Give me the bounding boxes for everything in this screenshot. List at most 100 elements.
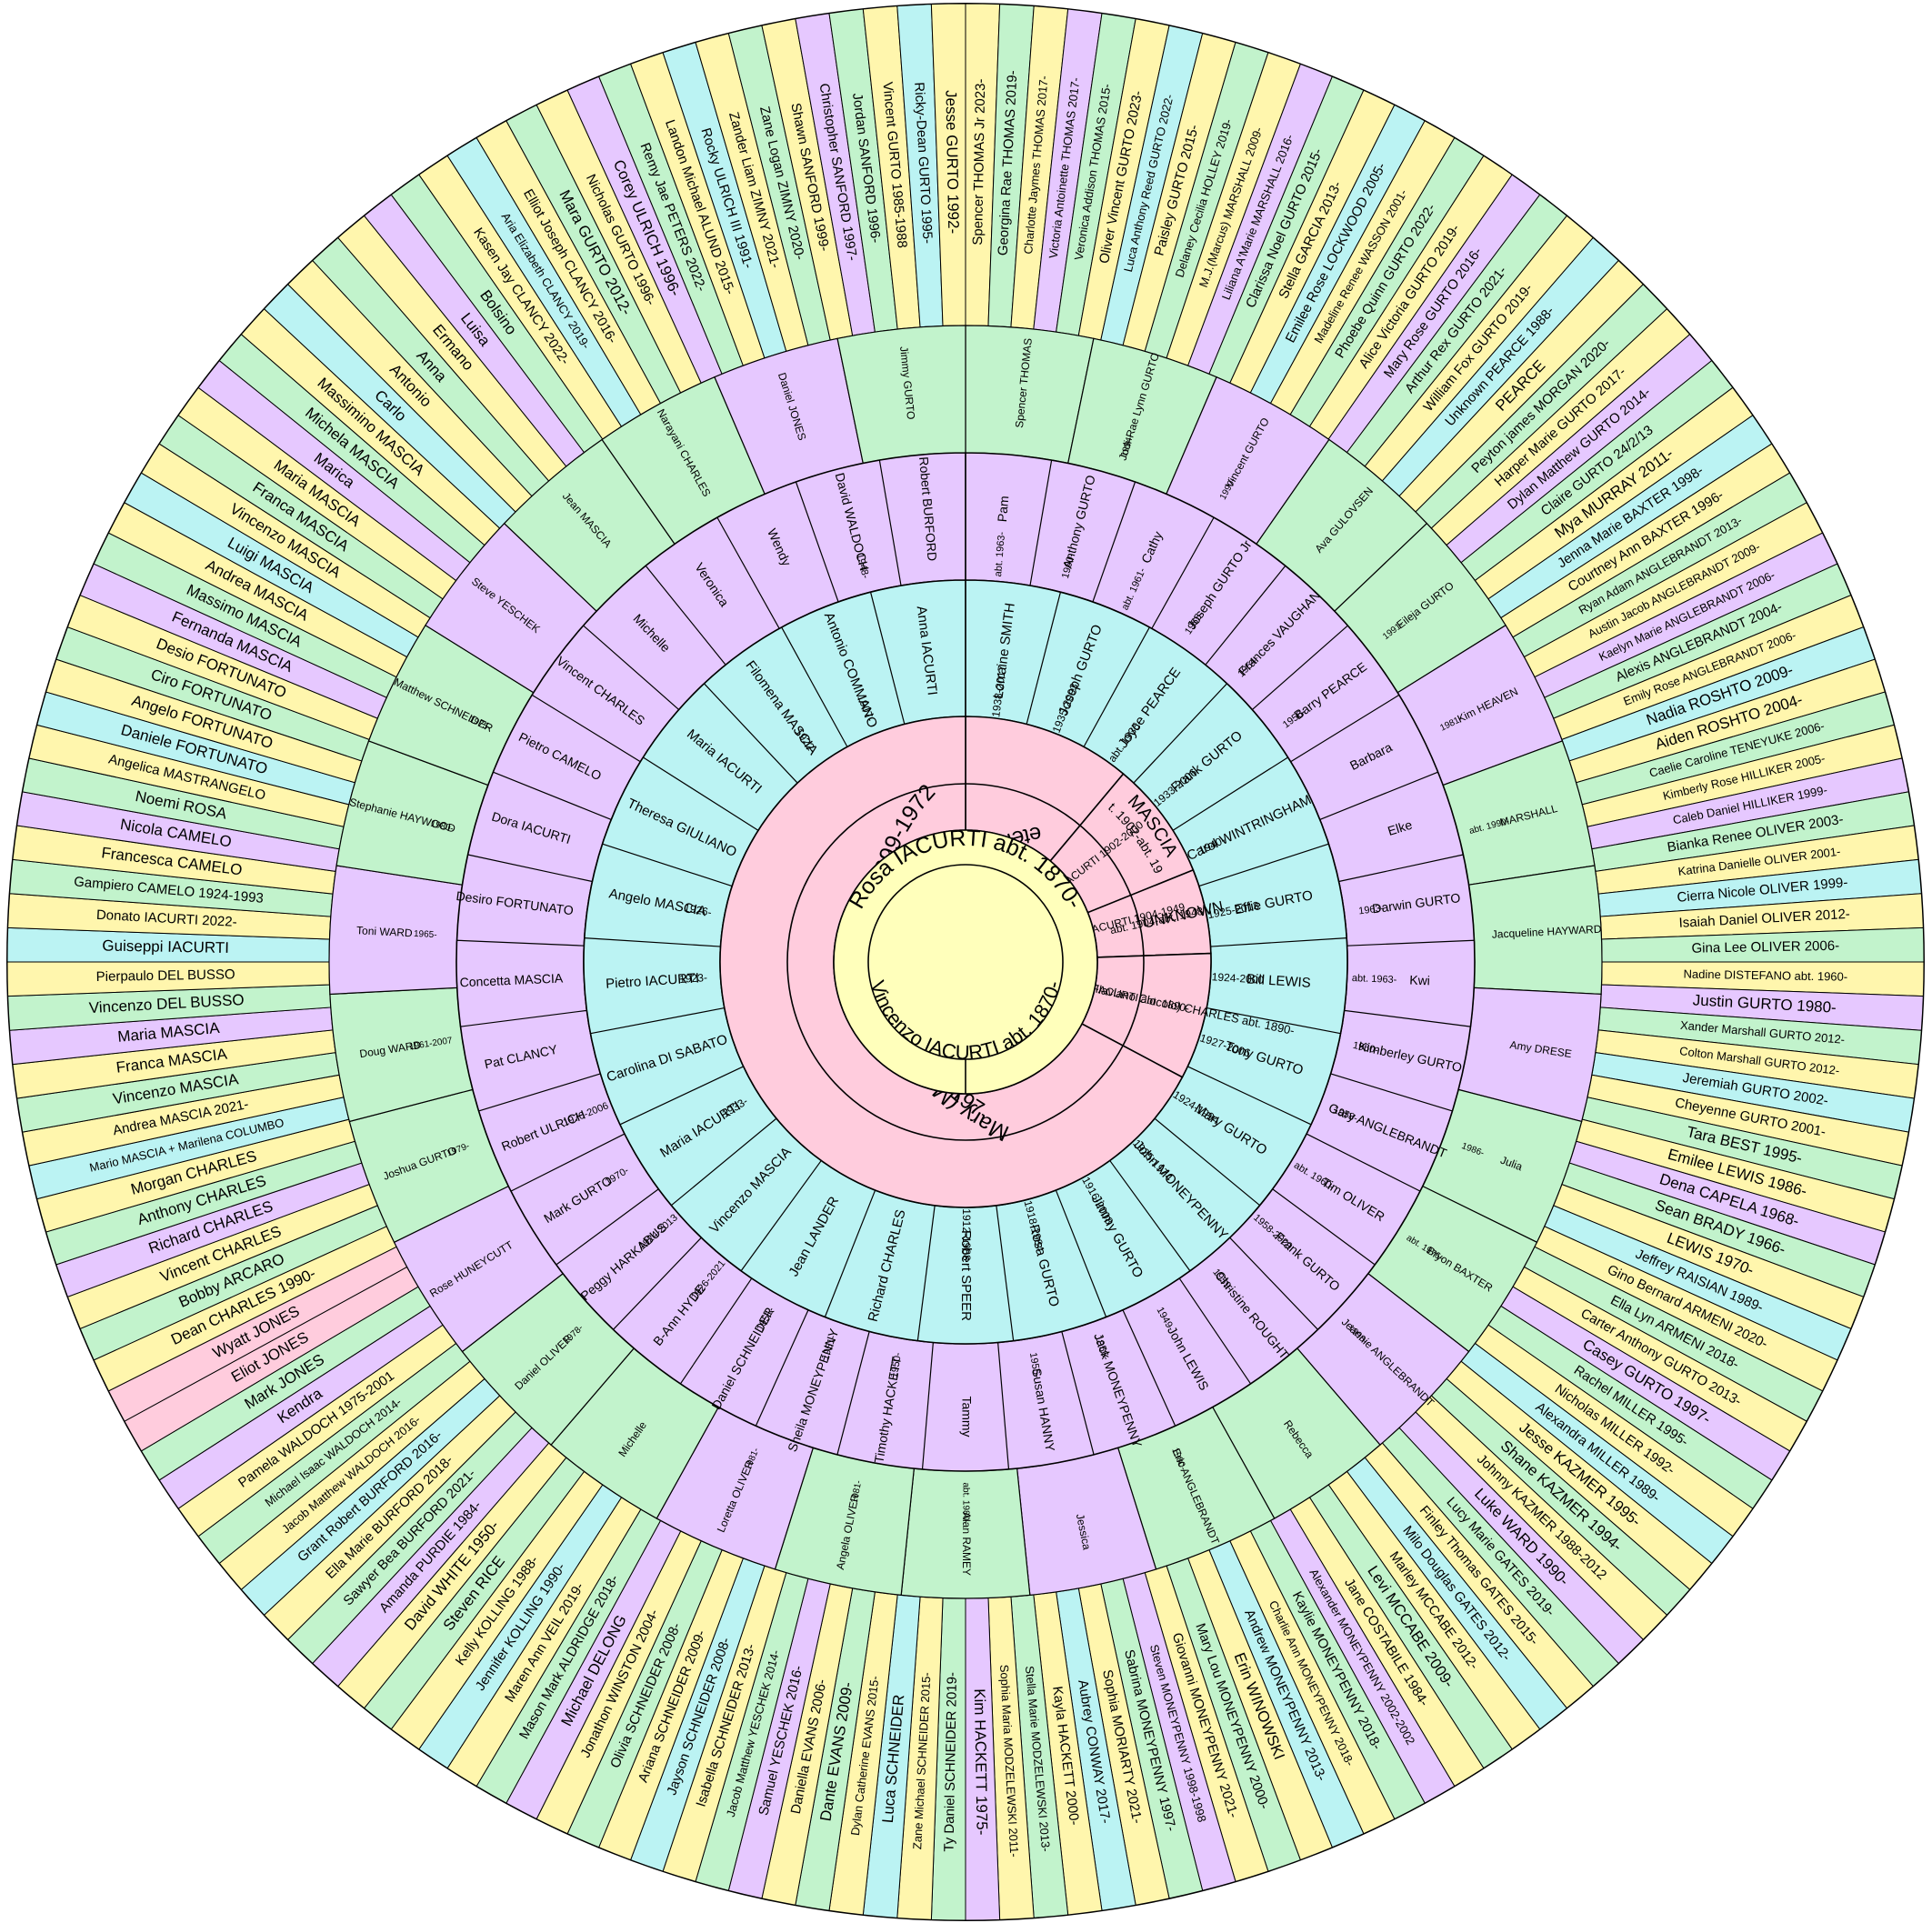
ring2-person-label: Robert SPEER [958,1230,974,1321]
ring3-divider [1338,854,1464,883]
ring3-divider [1346,939,1475,946]
ring4-person-dates: abt. 1980- [960,1482,970,1523]
ring3-divider [531,694,641,763]
ring3-person-dates: abt. 1963- [1352,973,1397,986]
ring3-divider [997,1342,1010,1470]
ring3-divider [1251,625,1348,710]
ring3-divider [510,1133,626,1192]
ring3-divider [1306,1133,1421,1192]
ring3-person-dates: 1950- [889,1351,905,1378]
ring2-divider [671,1117,777,1207]
ring5-person-label: Kim HACKETT 1975- [971,1688,991,1836]
ring3-divider [1290,694,1400,763]
ring2-divider [1172,756,1288,831]
ring3-divider [1330,1073,1453,1112]
ring5-person-label: Nadine DISTEFANO abt. 1960- [1683,967,1847,984]
ring3-divider [1344,1009,1471,1027]
ring4-person-dates: 1965- [414,929,437,940]
ring2-divider [1187,1066,1312,1126]
ring3-divider [478,1073,601,1112]
ring2-person-label: Pietro IACURTI [606,970,700,991]
ring2-divider [1210,937,1347,947]
ring2-divider [869,592,906,725]
ring4-person-dates: 1981- [849,1479,864,1504]
ring3-person-dates: abt. 1963- [993,531,1007,577]
ring3-person-label: Elke [1386,817,1414,838]
ring2-divider [781,626,848,747]
ring3-person-label: Concetta MASCIA [459,970,564,989]
ring3-divider [467,854,593,883]
ring3-divider [1229,1237,1318,1330]
ring2-person-label: Bill LEWIS [1246,971,1311,990]
ring2-divider [740,1160,822,1272]
ring2-divider [1154,1117,1260,1207]
ring2-divider [1198,843,1329,887]
ring5-person-label: Jesse GURTO 1992- [942,90,962,234]
ring2-divider [1133,683,1227,784]
ring4-person-label: Toni WARD [356,924,414,939]
center-couple: Rosa IACURTI abt. 1870- Vincenzo IACURTI… [833,826,1098,1095]
ring5-person-label: Spencer THOMAS Jr 2023- [970,78,988,245]
ring2-person-dates: 1912-1988 [960,1208,973,1261]
ring3-divider [460,1009,587,1027]
ring2-divider [824,1189,876,1317]
ring3-divider [716,516,780,629]
ring3-person-label: Pam [995,496,1011,523]
ring3-divider [679,1277,753,1385]
ring2-divider [590,1007,725,1035]
ring3-divider [1205,565,1286,666]
ring3-divider [1029,459,1053,586]
ring2-divider [1109,1160,1191,1272]
ring5-person-label: Ty Daniel SCHNEIDER 2019- [941,1672,960,1852]
ring3-divider [645,565,726,666]
ring3-divider [583,625,680,710]
ring3-divider [613,1237,702,1330]
ring3-divider [795,481,839,603]
ring1-divider [786,783,1145,1141]
ring2-divider [1083,626,1150,747]
ring3-divider [1151,516,1215,629]
ring3-divider [1092,481,1136,603]
ring2-person-dates: 1926- [683,901,713,919]
ring3-divider [836,1331,870,1456]
ring2-person-dates: 1923- [679,971,708,986]
ring3-divider [921,1342,934,1470]
ring3-divider [878,459,902,586]
ring2-divider [916,1205,936,1341]
ring2-divider [996,1205,1015,1341]
ring3-divider [755,1309,809,1427]
ring3-divider [1061,1331,1095,1456]
ring2-divider [643,756,759,831]
ring3-divider [556,1188,659,1266]
ring2-divider [619,1066,744,1126]
ring3-person-label: Kwi [1409,972,1430,987]
ring3-divider [1122,1309,1176,1427]
ring2-divider [1026,592,1062,725]
ring2-divider [584,937,721,947]
ring5-person-label: Pierpaulo DEL BUSSO [96,967,235,985]
ring2-divider [704,683,798,784]
ring3-person-label: Tammy [959,1396,974,1437]
ring2-band [583,579,1348,1345]
ring3-divider [1319,771,1438,820]
ring3-divider [1178,1277,1252,1385]
ring3-divider [1272,1188,1376,1266]
ring2-divider [602,843,733,887]
ring2-person-dates: 1924-2000 [1211,970,1264,987]
ring3-divider [456,939,585,946]
ring2-divider [1206,1007,1341,1035]
ring-5-grandchildren: Spencer THOMAS Jr 2023-Georgina Rae THOM… [6,3,1925,1921]
ring5-person-label: Guiseppi IACURTI [102,937,229,956]
ring5-person-label: Gina Lee OLIVER 2006- [1691,938,1839,956]
ring4-person-label: Alan RAMEY [960,1512,973,1576]
ring3-person-dates: 1960- [1352,1040,1379,1057]
ring3-divider [493,771,612,820]
ring3-person-dates: 1956- [1027,1352,1043,1379]
ring4-person-label: Jacqueline HAYWARD [1492,923,1603,941]
ring3-person-dates: 1963- [1358,903,1386,917]
ring2-divider [1055,1189,1107,1317]
